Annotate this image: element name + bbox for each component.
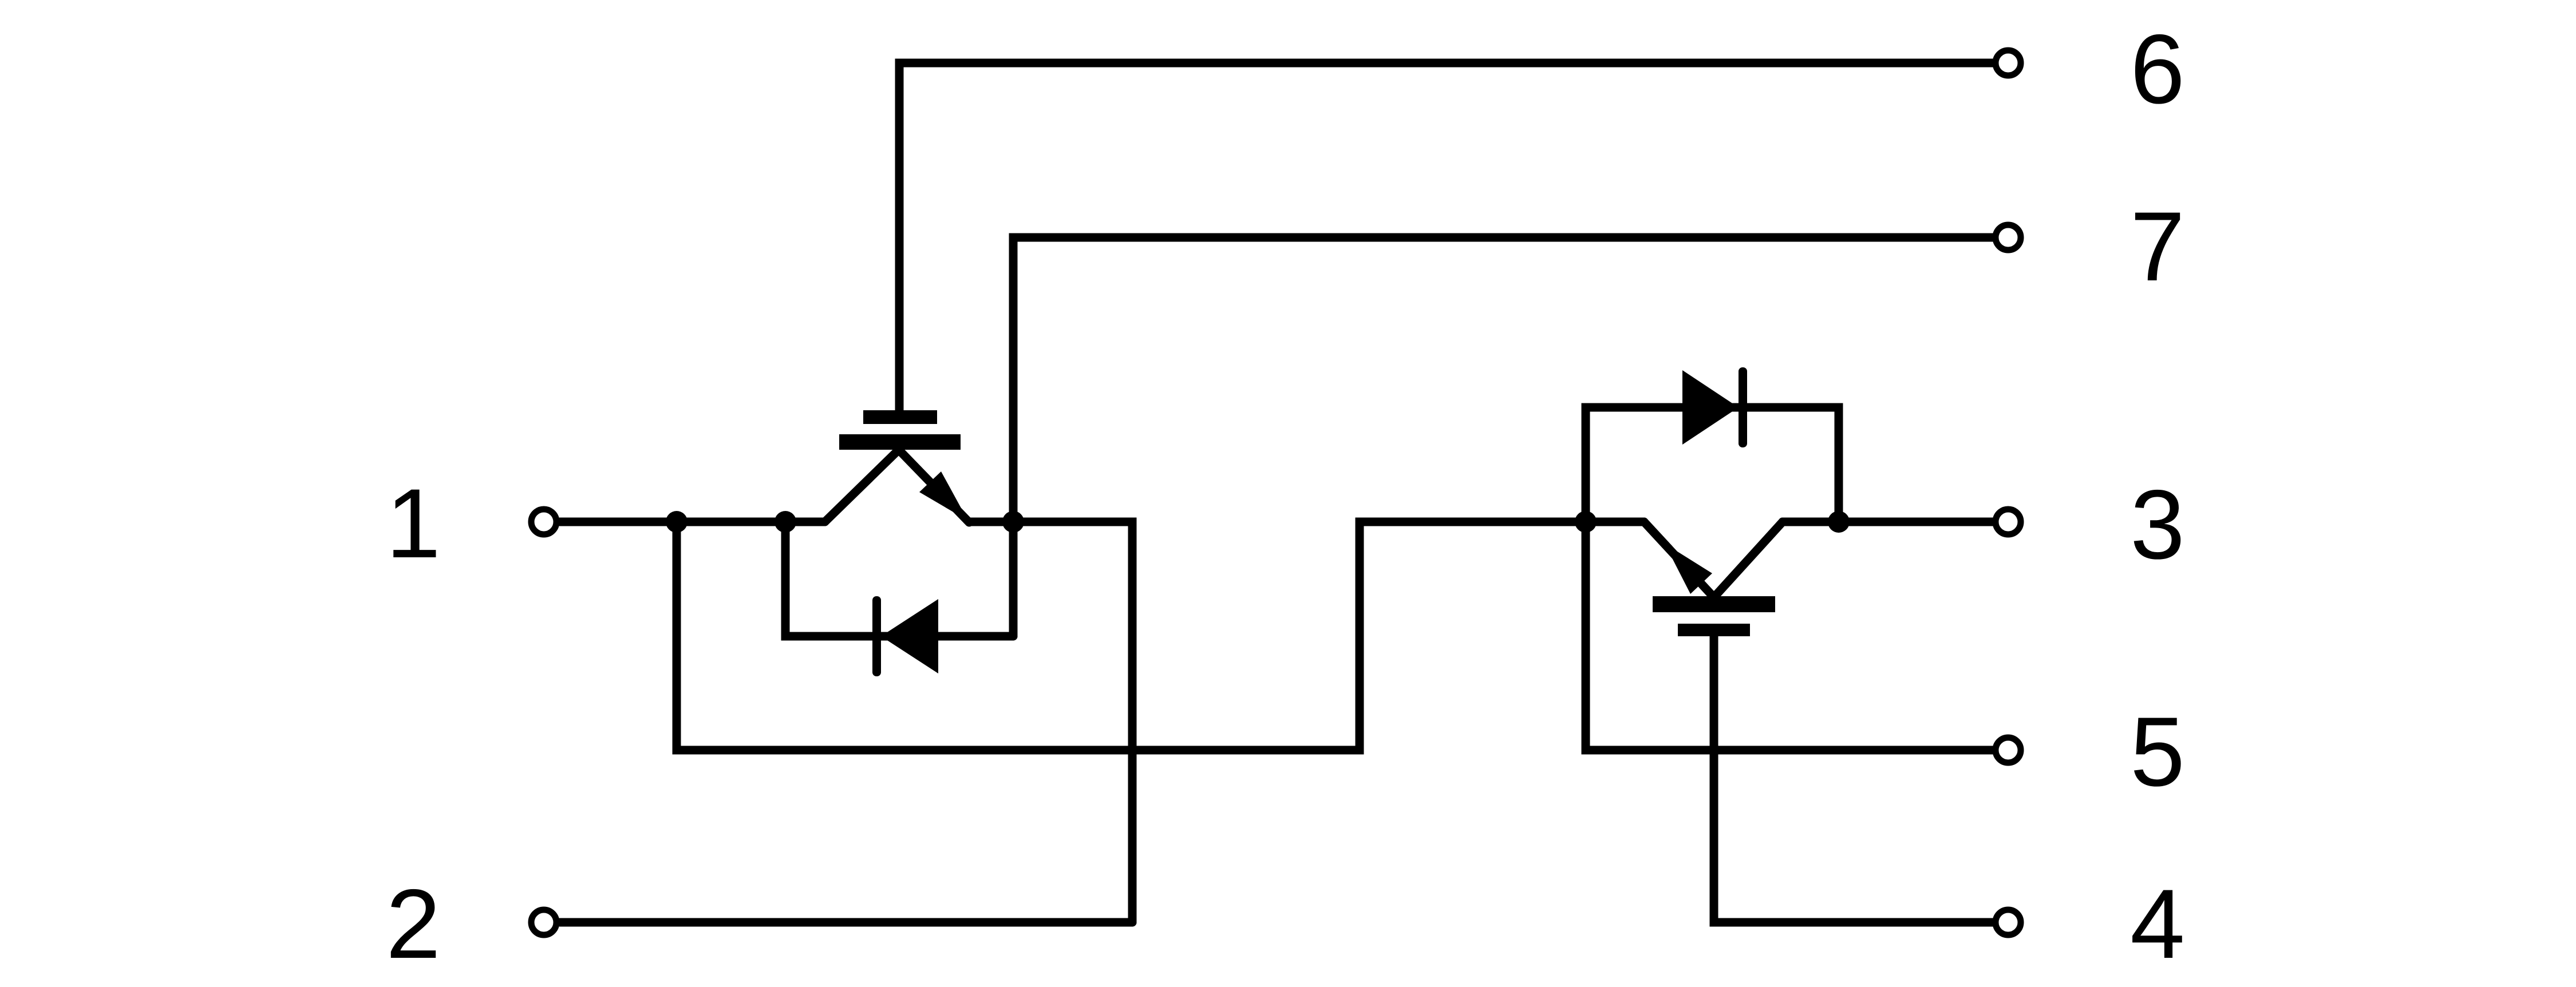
terminal-pin-2 [528, 906, 560, 938]
junction-dot [1575, 511, 1597, 533]
label-terminal-3: 3 [2130, 470, 2185, 580]
diode-left-icon [872, 596, 938, 676]
igbt-right-channel-bar-icon [1653, 596, 1775, 612]
terminal-pin-3 [1992, 506, 2024, 538]
junction-dot [1002, 511, 1024, 533]
igbt-right-gate-bar-icon [1678, 624, 1750, 636]
terminal-pin-1 [528, 506, 560, 538]
label-terminal-5: 5 [2130, 697, 2185, 807]
wire-igbt-right-collector-slant [1709, 517, 1787, 602]
igbt-left-emitter-arrow-icon [919, 471, 968, 521]
label-terminal-2: 2 [386, 869, 441, 979]
wire-gate-right-to-terminal-4 [1709, 632, 1997, 927]
component-symbols [666, 367, 1850, 676]
junction-dot [775, 511, 796, 533]
label-terminal-7: 7 [2130, 192, 2185, 302]
diode-right-triangle-icon [1682, 370, 1739, 445]
wire-terminal-7-to-left-emitter [1009, 233, 1997, 641]
label-terminal-6: 6 [2130, 14, 2185, 124]
terminal-labels: 1 2 6 7 3 5 4 [386, 14, 2185, 979]
wire-crosslink-left-to-right [672, 517, 1649, 755]
igbt-left-transistor-icon [839, 410, 968, 521]
wire-gate-left-to-terminal-6 [895, 58, 1997, 415]
igbt-left-channel-bar-icon [839, 434, 961, 450]
terminal-pin-4 [1992, 906, 2024, 938]
junction-dot [1828, 511, 1850, 533]
igbt-right-emitter-arrow-icon [1665, 544, 1712, 594]
terminal-pin-5 [1992, 734, 2024, 766]
igbt-right-transistor-icon [1653, 544, 1775, 636]
terminal-pin-7 [1992, 221, 2024, 253]
terminal-pin-6 [1992, 47, 2024, 79]
wire-right-emitter-to-terminal-5 [1581, 517, 1997, 755]
junction-dot [666, 511, 688, 533]
label-terminal-1: 1 [386, 469, 441, 578]
igbt-left-gate-bar-icon [863, 410, 937, 424]
terminal-pins [528, 47, 2024, 938]
diode-left-cathode-bar-icon [872, 596, 881, 676]
label-terminal-4: 4 [2130, 869, 2185, 979]
diode-left-triangle-icon [881, 599, 938, 673]
diode-right-cathode-bar-icon [1739, 367, 1747, 447]
diode-right-icon [1682, 367, 1747, 447]
wire-igbt-left-collector-slant [820, 445, 903, 526]
